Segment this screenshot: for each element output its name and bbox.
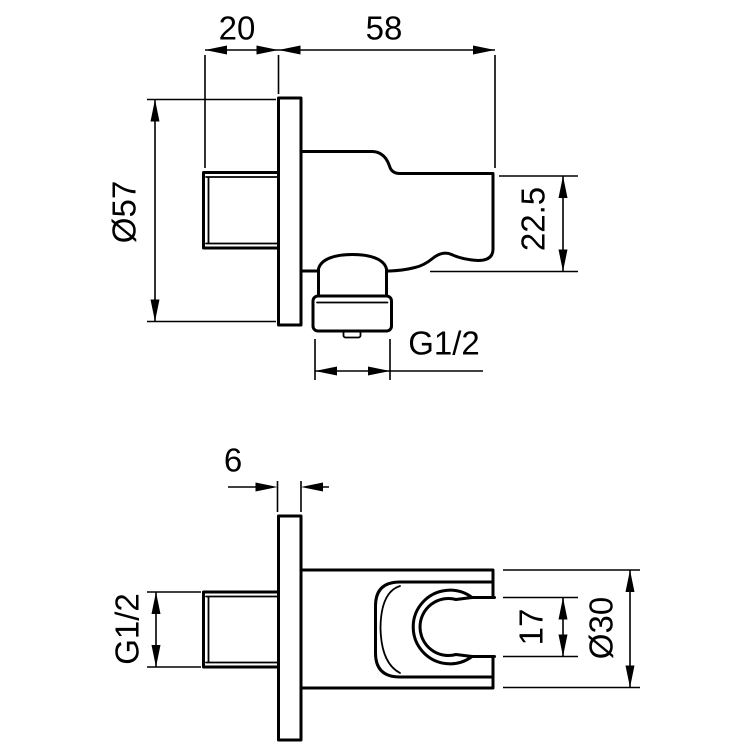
top-bracket-edge-line: [379, 585, 401, 674]
side-holder-body: [299, 150, 495, 273]
top-thread-detail-lines: [205, 595, 278, 664]
dim-label-58: 58: [366, 10, 403, 47]
dim-label-d30: Ø30: [583, 597, 620, 659]
dim-label-g12-outlet: G1/2: [408, 325, 480, 362]
dim-label-d57: Ø57: [106, 181, 143, 243]
dim-holder-diameter: Ø30: [503, 569, 640, 689]
dim-inlet-thread: G1/2: [109, 591, 201, 668]
top-cradle-cup: [411, 588, 496, 666]
side-thread-detail-lines: [205, 176, 278, 245]
side-outlet-nut: [311, 294, 393, 333]
top-holder-body: [299, 568, 495, 690]
dim-flange-diameter: Ø57: [106, 98, 276, 323]
dim-label-6: 6: [224, 442, 242, 479]
top-thread-connector: [202, 590, 280, 669]
dim-outlet-thread: G1/2: [314, 325, 483, 380]
dim-cradle-opening: 17: [503, 596, 578, 658]
side-view: 20 58 Ø57 22.5 G1/2: [106, 10, 578, 380]
top-view: 6 G1/2 17 Ø30: [109, 442, 640, 742]
side-outlet-neck: [317, 253, 388, 298]
dim-label-22-5: 22.5: [515, 187, 552, 251]
side-wall-plate: [277, 96, 303, 327]
dim-plate-thickness: 6: [224, 442, 329, 512]
side-outlet-tip: [342, 330, 362, 339]
top-holder-bracket: [374, 580, 495, 679]
dim-label-g12-inlet: G1/2: [109, 593, 146, 665]
dim-outlet-height: 22.5: [430, 175, 578, 273]
dim-label-20: 20: [219, 10, 256, 47]
top-wall-plate: [277, 514, 303, 742]
dim-projection-and-length: 20 58: [204, 10, 496, 168]
side-thread-connector: [202, 171, 280, 250]
dim-label-17: 17: [513, 609, 550, 646]
